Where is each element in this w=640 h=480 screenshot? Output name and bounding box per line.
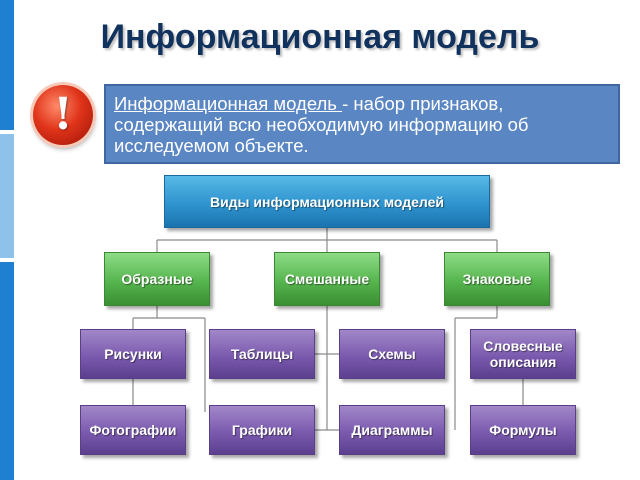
category-box-symbolic: Знаковые — [444, 252, 550, 306]
leaf-box-tables: Таблицы — [209, 329, 315, 379]
leaf-box-verbal-descriptions: Словесные описания — [470, 329, 576, 379]
badge-symbol: ! — [53, 89, 73, 140]
exclamation-badge-icon: ! — [33, 85, 93, 145]
leaf-box-drawings: Рисунки — [80, 329, 186, 379]
definition-term: Информационная модель — [114, 93, 343, 114]
root-box: Виды информационных моделей — [164, 175, 490, 228]
definition-text: - набор признаков, содержащий всю необхо… — [114, 93, 529, 156]
page-title: Информационная модель — [100, 18, 540, 56]
left-accent-stripe — [0, 0, 14, 480]
leaf-box-photographs: Фотографии — [80, 405, 186, 455]
leaf-box-formulas: Формулы — [470, 405, 576, 455]
leaf-box-diagrams: Диаграммы — [339, 405, 445, 455]
leaf-box-schemes: Схемы — [339, 329, 445, 379]
category-box-figurative: Образные — [104, 252, 210, 306]
definition-box: Информационная модель - набор признаков,… — [104, 84, 620, 164]
leaf-box-graphs: Графики — [209, 405, 315, 455]
category-box-mixed: Смешанные — [274, 252, 380, 306]
